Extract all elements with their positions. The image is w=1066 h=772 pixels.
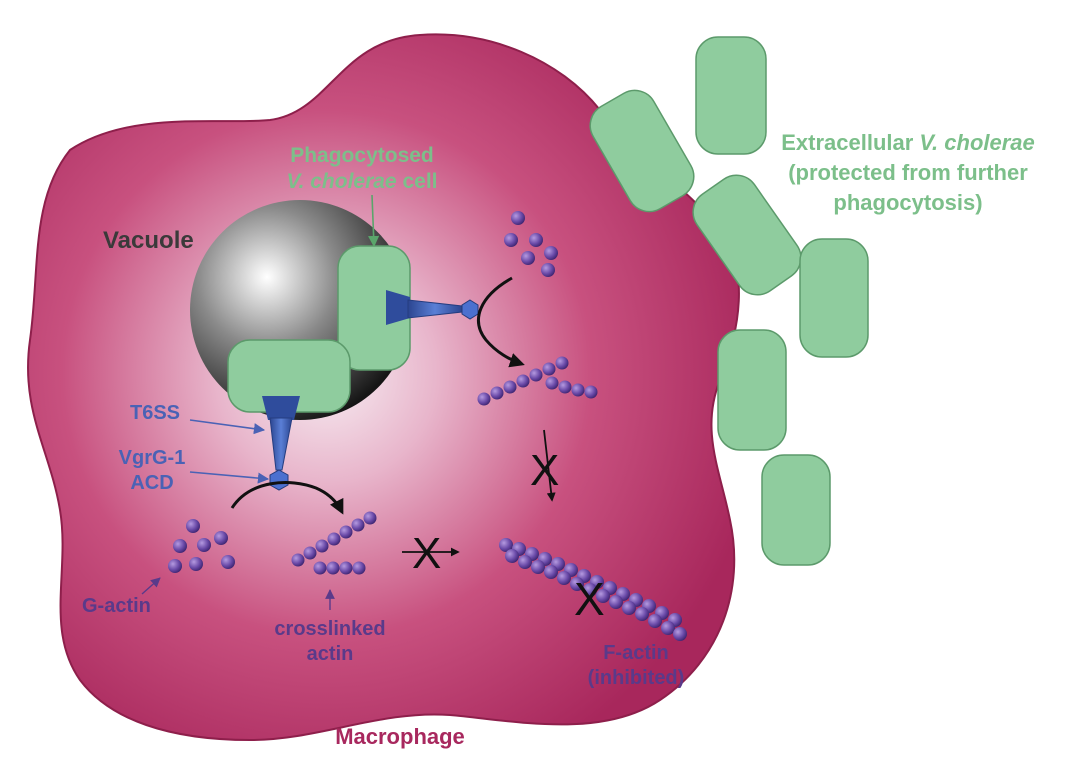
g-actin-cluster-lower xyxy=(168,519,235,573)
t6ss-apparatus-1 xyxy=(386,290,479,325)
label-crosslinked-line2: actin xyxy=(307,643,354,665)
bacterium-ext-4 xyxy=(799,238,869,358)
label-factin-line1: F-actin xyxy=(603,642,669,664)
reaction-arrow-lower xyxy=(230,481,344,515)
label-vgrg-line2: ACD xyxy=(130,472,173,494)
bacterium-ext-2 xyxy=(589,89,695,213)
f-actin-filament xyxy=(499,538,687,641)
label-g-actin: G-actin xyxy=(82,595,151,617)
reaction-arrow-upper xyxy=(477,276,525,368)
extracellular-bacteria xyxy=(589,36,869,566)
label-phagocytosed: Phagocytosed xyxy=(290,144,434,167)
bacterium-ext-5 xyxy=(717,329,787,451)
label-extracellular-line3: phagocytosis) xyxy=(833,190,982,215)
label-extracellular: Extracellular V. cholerae xyxy=(781,130,1035,155)
inhibit-mark-vertical: X xyxy=(530,446,559,495)
t6ss-apparatus-2 xyxy=(262,396,300,491)
label-crosslinked-line1: crosslinked xyxy=(274,618,385,640)
inhibited-arrow-vertical xyxy=(543,429,556,502)
pointer-g-actin xyxy=(141,577,161,595)
inhibit-mark-horizontal: X xyxy=(412,529,441,578)
bacterium-ext-3 xyxy=(692,174,802,296)
label-vgrg-line1: VgrG-1 xyxy=(119,447,186,469)
vgrg-acd-icon xyxy=(461,299,479,320)
inhibit-mark-factin: X xyxy=(574,573,605,625)
label-t6ss: T6SS xyxy=(130,402,180,424)
label-factin-line2: (inhibited) xyxy=(588,667,685,689)
crosslinked-actin-lower xyxy=(291,511,377,575)
bacterium-ext-1 xyxy=(695,36,767,155)
crosslinked-actin-upper xyxy=(477,356,598,406)
label-phagocytosed-line2: V. cholerae cell xyxy=(286,170,437,193)
pointer-t6ss xyxy=(189,419,266,435)
label-extracellular-line2: (protected from further xyxy=(788,160,1028,185)
pointer-phagocytosed xyxy=(368,194,380,248)
label-vacuole: Vacuole xyxy=(103,227,194,254)
bacterium-ext-6 xyxy=(761,454,831,566)
pointer-vgrg xyxy=(189,471,270,484)
g-actin-cluster-upper xyxy=(504,211,558,277)
vgrg-acd-icon xyxy=(269,469,289,491)
label-macrophage: Macrophage xyxy=(335,724,465,749)
